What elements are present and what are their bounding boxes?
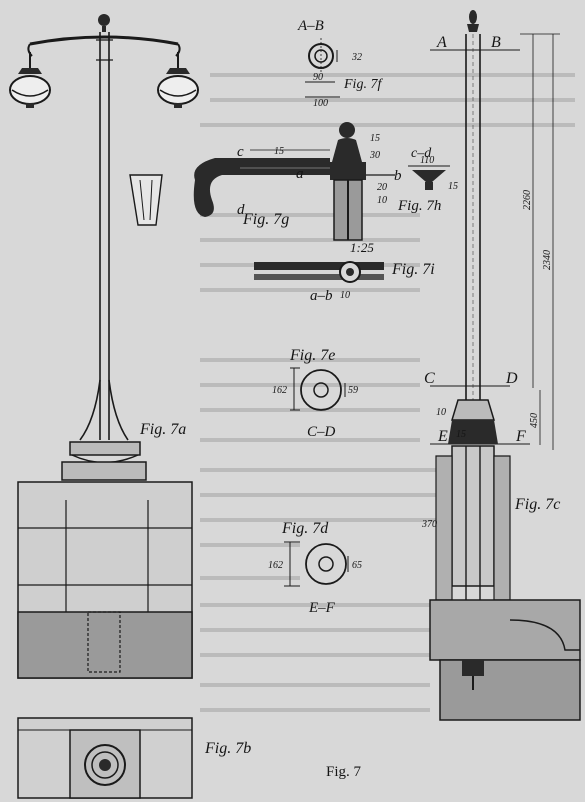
fig-7g-bracket xyxy=(193,122,395,241)
fig-7b-plan xyxy=(17,717,193,799)
dim-g-10: 10 xyxy=(377,195,387,206)
dim-h-110: 110 xyxy=(420,155,434,166)
section-label-F: F xyxy=(515,428,526,445)
dim-e-162: 162 xyxy=(272,385,287,396)
dim-f-32: 32 xyxy=(351,52,362,63)
label-fig-7d: Fig. 7d xyxy=(281,520,329,537)
section-label-D: D xyxy=(505,370,518,387)
dim-g-15b: 15 xyxy=(370,133,380,144)
section-label-d: d xyxy=(237,202,245,218)
dim-e-59: 59 xyxy=(348,385,358,396)
lantern-left-icon xyxy=(9,52,51,108)
label-fig-7c: Fig. 7c xyxy=(514,496,560,513)
section-label-b: b xyxy=(394,168,402,184)
section-label-EF: E–F xyxy=(308,600,336,616)
label-fig-7a: Fig. 7a xyxy=(139,421,186,438)
section-label-E: E xyxy=(437,428,448,445)
label-fig-7f: Fig. 7f xyxy=(343,77,383,92)
label-fig-7b: Fig. 7b xyxy=(204,740,251,757)
fig-7h-section xyxy=(408,165,450,190)
dim-g-30: 30 xyxy=(369,150,380,161)
section-label-C: C xyxy=(424,370,435,387)
section-label-A: A xyxy=(436,34,447,51)
dim-f-100: 100 xyxy=(313,98,328,109)
dim-g-20: 20 xyxy=(377,182,387,193)
section-label-a: a xyxy=(296,166,304,182)
lantern-right-icon xyxy=(157,52,199,108)
fig-7d-section xyxy=(284,541,349,587)
labels: Fig. 7a Fig. 7b Fig. 7c Fig. 7d Fig. 7e … xyxy=(139,18,560,780)
section-label-c: c xyxy=(237,144,244,160)
dim-h-15: 15 xyxy=(448,181,458,192)
label-fig-7h: Fig. 7h xyxy=(397,198,441,214)
bleed-through-text xyxy=(200,73,575,712)
dim-c-15: 15 xyxy=(456,429,466,440)
scale-label: 1:25 xyxy=(350,240,374,255)
dim-d-162: 162 xyxy=(268,560,283,571)
section-label-cd: c–d xyxy=(411,146,432,161)
label-fig-7e: Fig. 7e xyxy=(289,347,335,364)
label-fig-7g: Fig. 7g xyxy=(242,211,289,228)
label-fig-7i: Fig. 7i xyxy=(391,261,435,278)
fig-7a-lamp-post xyxy=(9,14,199,679)
section-label-B: B xyxy=(491,34,501,51)
section-label-ab: a–b xyxy=(310,288,333,304)
section-label-CD: C–D xyxy=(307,424,336,440)
figure-caption: Fig. 7 xyxy=(326,764,362,780)
fig-7c-mast-section xyxy=(429,10,581,721)
dim-f-90: 90 xyxy=(313,72,323,83)
dim-g-15a: 15 xyxy=(274,146,284,157)
dim-i-10: 10 xyxy=(340,290,350,301)
section-label-ab-top: A–B xyxy=(297,18,324,34)
dim-c-370: 370 xyxy=(421,519,437,530)
dim-c-2260: 2260 xyxy=(522,190,533,210)
fig-7i-section xyxy=(254,261,384,283)
fig-7e-section xyxy=(290,367,346,411)
dim-d-65: 65 xyxy=(352,560,362,571)
fig-7f-section xyxy=(305,38,340,98)
dim-c-10: 10 xyxy=(436,407,446,418)
dim-c-2340: 2340 xyxy=(542,250,553,270)
dim-c-450: 450 xyxy=(529,413,540,428)
